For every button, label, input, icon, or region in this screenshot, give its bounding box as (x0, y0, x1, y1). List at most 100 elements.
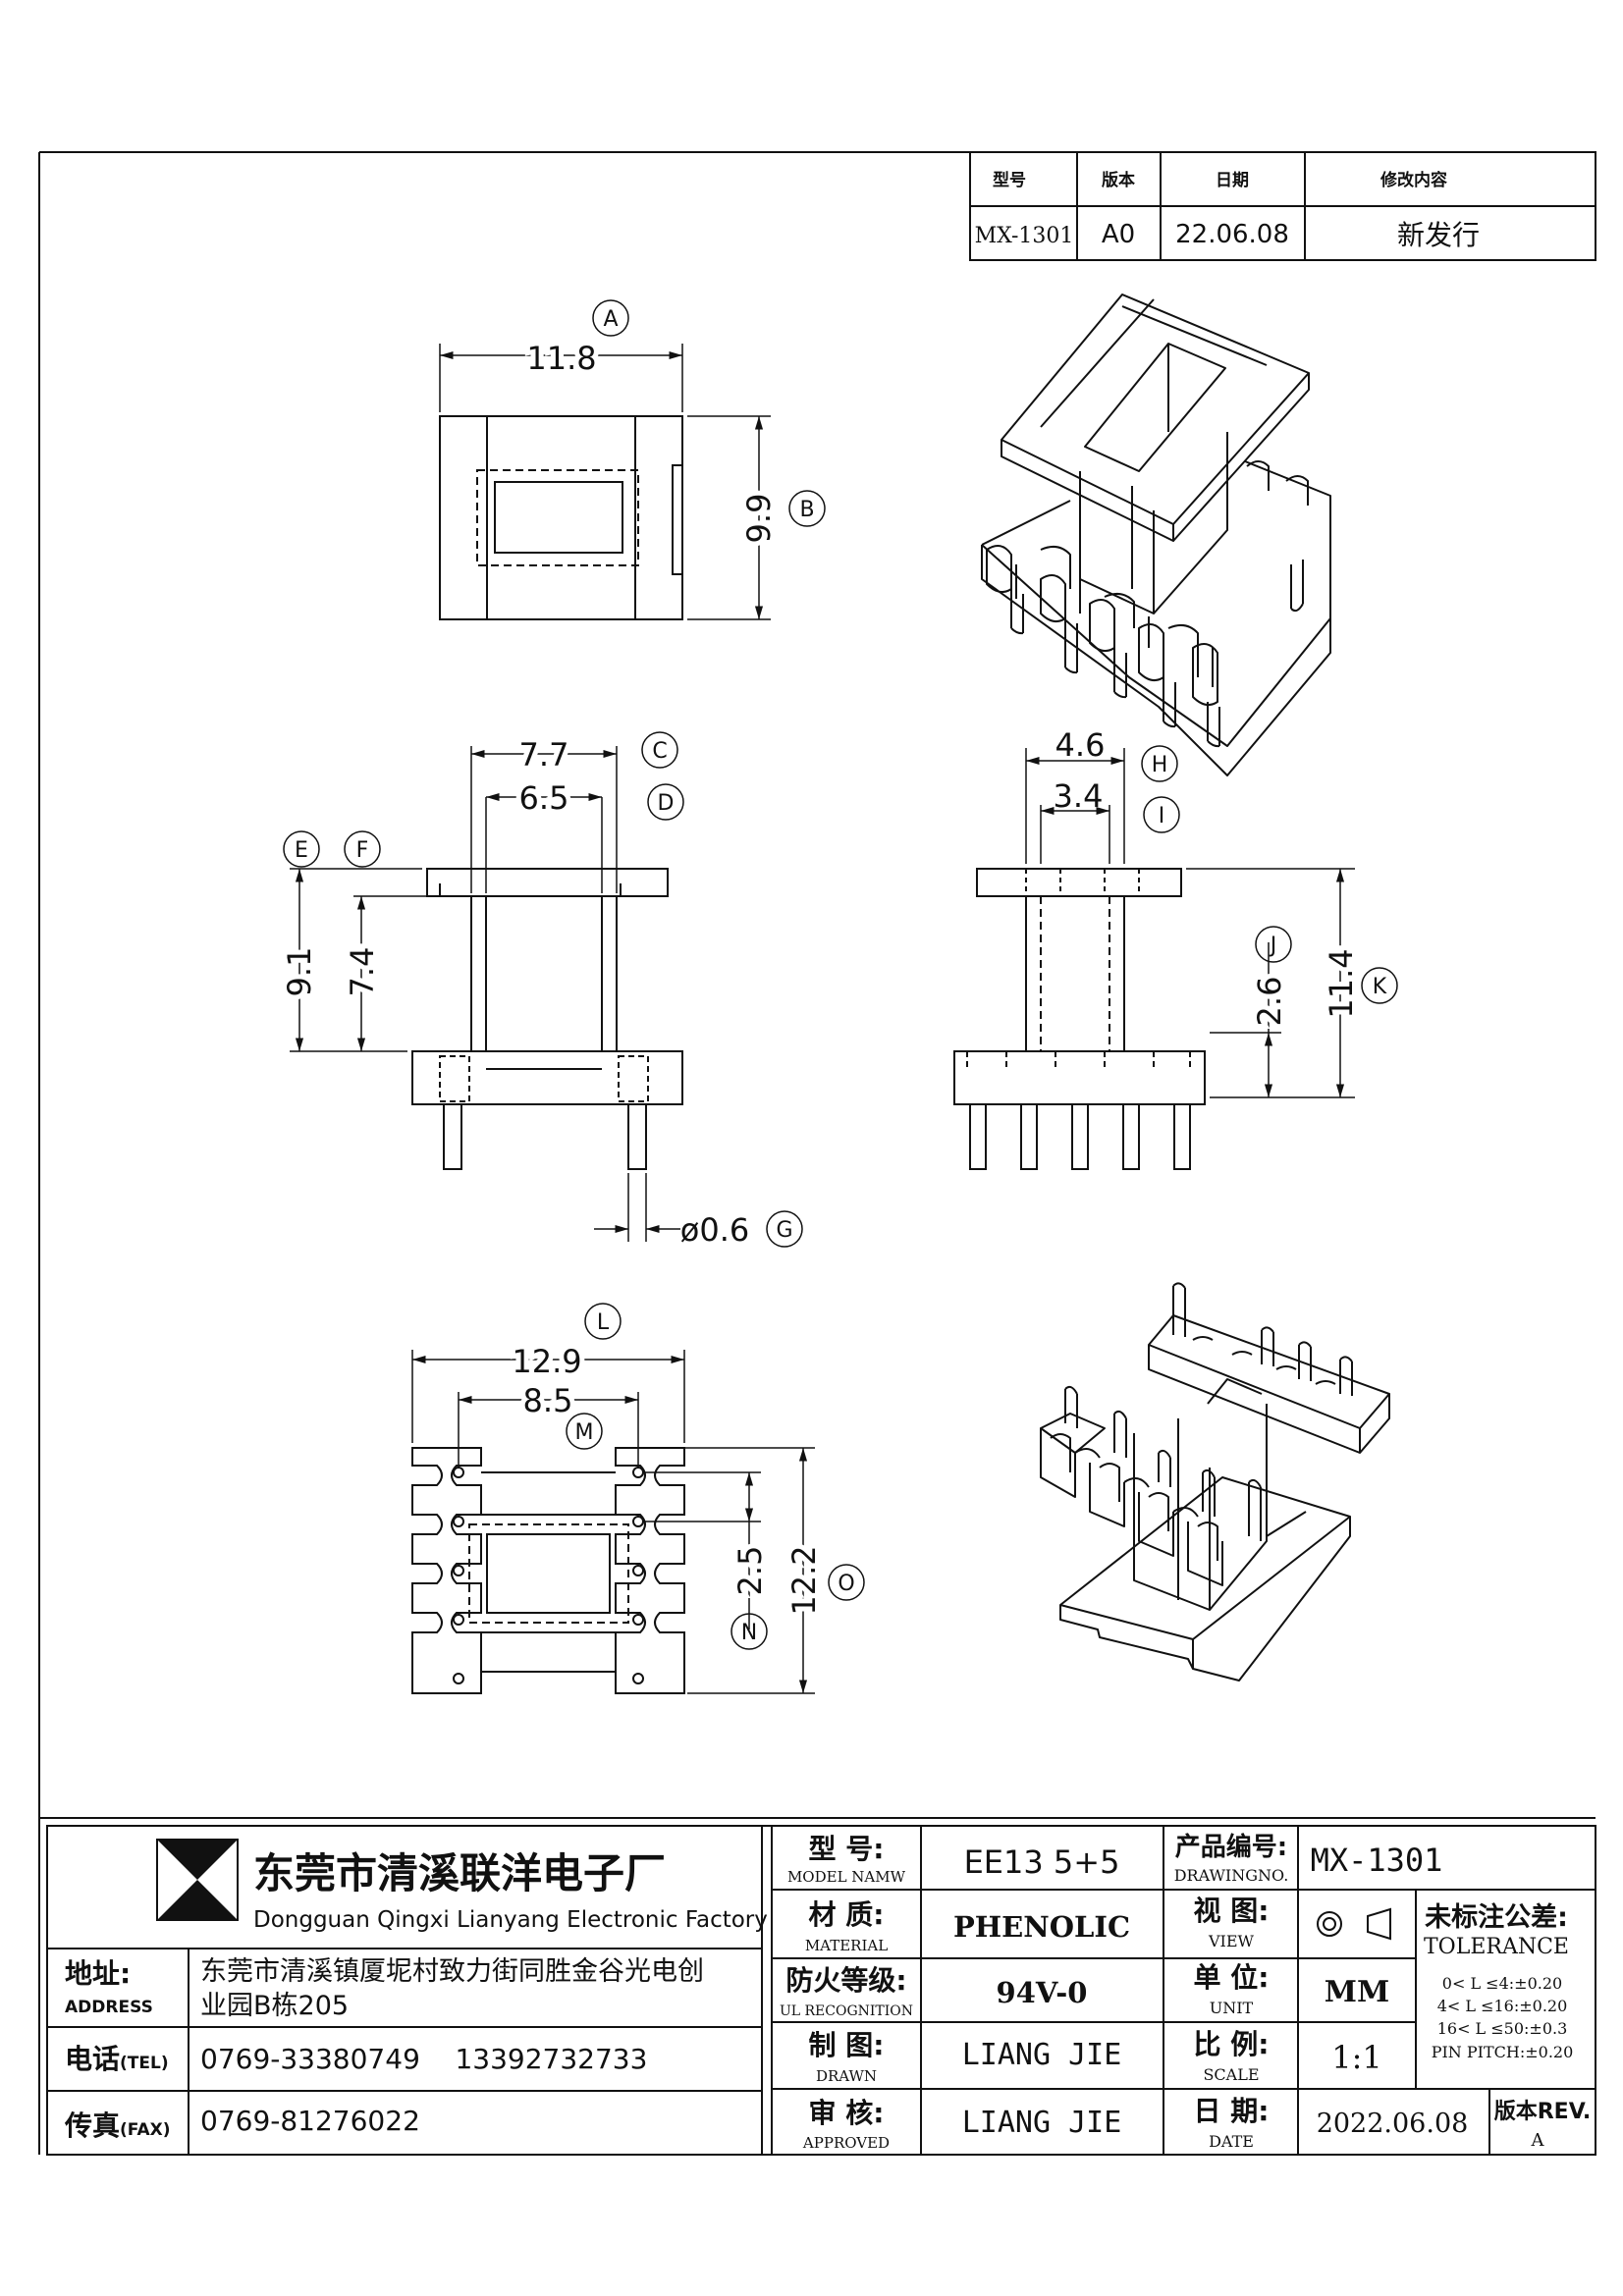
tolerance-line: 16< L ≤50:±0.3 (1437, 2019, 1568, 2038)
projection-symbol-icon (1317, 1907, 1391, 1941)
tel-value: 0769-33380749 13392732733 (200, 2043, 647, 2075)
drawn-value: LIANG JIE (962, 2038, 1122, 2072)
dimension-tag: O (828, 1564, 865, 1601)
dimension-tag: A (592, 299, 629, 337)
dimension-value: 6.5 (519, 779, 569, 817)
model-label: 型 号: (809, 1833, 885, 1865)
svg-text:L: L (597, 1310, 610, 1335)
flame-value: 94V-0 (997, 1976, 1088, 2009)
svg-text:O: O (838, 1572, 854, 1596)
dimension-value: 12.9 (512, 1343, 581, 1380)
dimension-value: 7.4 (344, 947, 381, 997)
approved-label: 审 核: (809, 2097, 885, 2129)
flame-label: 防火等级: (785, 1964, 906, 1997)
dimension-value: 3.4 (1054, 777, 1104, 815)
bottom-view (411, 1447, 685, 1694)
address-label-cn: 地址: (65, 1957, 131, 1990)
svg-text:M: M (575, 1420, 594, 1445)
revision-header-date: 日期 (1216, 171, 1249, 190)
company-logo (156, 1839, 239, 1921)
dimension-value: 11.4 (1323, 948, 1360, 1018)
address-line-1: 东莞市清溪镇厦坭村致力街同胜金谷光电创 (200, 1956, 704, 1987)
front-view-dimensions (290, 746, 680, 1242)
rev-label: 版本REV. (1494, 2100, 1592, 2124)
revision-table: 型号 版本 日期 修改内容 MX-1301 A0 22.06.08 新发行 (969, 151, 1596, 261)
dimension-value: 7.7 (519, 736, 569, 774)
revision-header-version: 版本 (1102, 170, 1135, 190)
svg-text:F: F (356, 838, 369, 863)
dimension-value: 9.9 (740, 494, 778, 544)
svg-text:N: N (741, 1621, 757, 1645)
svg-text:K: K (1373, 975, 1387, 999)
dimension-value: 11.8 (526, 340, 596, 377)
view-label: 视 图: (1194, 1895, 1270, 1927)
dimension-value: 9.1 (281, 947, 318, 997)
title-block-grid (46, 1825, 1596, 2156)
address-label-en: ADDRESS (65, 1998, 153, 2017)
company-name-cn: 东莞市清溪联洋电子厂 (253, 1849, 666, 1897)
drawing-no-label-en: DRAWINGNO. (1174, 1866, 1289, 1885)
tel-label: 电话(TEL) (65, 2043, 169, 2075)
scale-label: 比 例: (1194, 2028, 1270, 2060)
title-block-tolerance-mask (1298, 1891, 1595, 2088)
dimension-tag: N (730, 1613, 768, 1650)
svg-text:C: C (652, 739, 667, 764)
view-label-en: VIEW (1208, 1932, 1255, 1950)
svg-text:D: D (658, 791, 675, 816)
isometric-view-bottom (1040, 1282, 1390, 1682)
top-view-dimensions (439, 344, 771, 620)
approved-value: LIANG JIE (962, 2106, 1122, 2140)
revision-header-content: 修改内容 (1380, 170, 1447, 190)
dimension-tag: E (283, 830, 320, 868)
date-label: 日 期: (1194, 2095, 1270, 2127)
dimension-tag: I (1143, 796, 1180, 833)
tolerance-line: 4< L ≤16:±0.20 (1437, 1997, 1568, 2015)
scale-label-en: SCALE (1203, 2065, 1259, 2084)
dimension-tag: K (1361, 967, 1398, 1004)
revision-version-value: A0 (1102, 220, 1135, 249)
dimension-value: 2.5 (731, 1546, 769, 1596)
date-label-en: DATE (1209, 2132, 1254, 2151)
svg-text:I: I (1159, 804, 1165, 828)
model-label-en: MODEL NAMW (787, 1868, 906, 1886)
model-value: EE13 5+5 (964, 1843, 1120, 1881)
side-view (953, 868, 1206, 1170)
svg-text:A: A (603, 307, 618, 332)
drawn-label: 制 图: (809, 2029, 885, 2061)
material-label-en: MATERIAL (805, 1937, 888, 1954)
tolerance-line: PIN PITCH:±0.20 (1432, 2043, 1574, 2061)
fax-value: 0769-81276022 (200, 2105, 420, 2137)
rev-value: A (1531, 2130, 1545, 2151)
drawn-label-en: DRAWN (816, 2067, 877, 2085)
dimension-tag: C (641, 731, 678, 769)
company-name-en: Dongguan Qingxi Lianyang Electronic Fact… (253, 1907, 768, 1933)
isometric-view-top (981, 294, 1331, 776)
unit-value: MM (1325, 1975, 1389, 2009)
front-view (411, 868, 683, 1170)
scale-value: 1:1 (1331, 2039, 1382, 2076)
dimension-tag: M (566, 1413, 603, 1450)
dimension-tag: G (766, 1210, 803, 1248)
dimension-tag: J (1255, 926, 1292, 963)
revision-model-value: MX-1301 (975, 224, 1074, 248)
revision-header-model: 型号 (993, 170, 1026, 190)
drawing-no-value: MX-1301 (1311, 1842, 1443, 1879)
dimension-value: 12.2 (785, 1545, 823, 1615)
tolerance-label-en: TOLERANCE (1424, 1935, 1569, 1959)
fax-label: 传真(FAX) (64, 2109, 170, 2142)
flame-label-en: UL RECOGNITION (780, 2003, 913, 2019)
tolerance-line: 0< L ≤4:±0.20 (1442, 1974, 1562, 1993)
svg-text:E: E (295, 838, 308, 863)
unit-label-en: UNIT (1210, 1999, 1254, 2017)
dimension-tag: B (788, 490, 826, 527)
dimension-tag: L (584, 1303, 622, 1340)
top-view (439, 415, 683, 620)
dimension-value: ø0.6 (680, 1211, 749, 1249)
drawing-no-label: 产品编号: (1175, 1832, 1287, 1862)
svg-text:H: H (1152, 753, 1168, 777)
svg-text:G: G (776, 1218, 792, 1243)
date-value: 2022.06.08 (1317, 2109, 1469, 2139)
tolerance-label: 未标注公差: (1425, 1901, 1568, 1933)
dimension-value: 4.6 (1055, 726, 1106, 764)
